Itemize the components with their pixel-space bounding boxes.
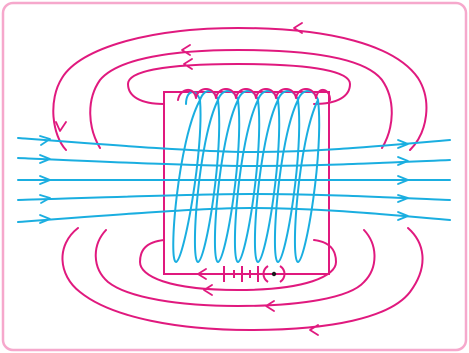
core-field-line-4 [17, 193, 451, 201]
upper-field-loop-outer [52, 27, 428, 151]
arrow-lower-inner [203, 284, 213, 296]
arrow-upper-left-down [55, 121, 67, 132]
arrow-core-1 [39, 135, 51, 146]
arrow-upper-middle [181, 44, 191, 56]
arrow-core-r5 [397, 211, 409, 221]
coil-winding [172, 90, 321, 263]
lower-field-loop-middle [94, 229, 376, 307]
arrow-lower-middle [265, 300, 275, 312]
lower-field-loop-outer [61, 227, 424, 331]
arrow-lower-outer [309, 324, 319, 336]
arrow-battery-wire [197, 268, 207, 280]
arrow-core-r4 [397, 194, 409, 203]
arrow-upper-inner [183, 58, 193, 70]
core-field-line-5 [17, 207, 451, 223]
arrow-core-r2 [397, 156, 409, 166]
arrow-upper-outer [293, 22, 303, 34]
upper-field-loop-middle [89, 49, 393, 149]
arrow-core-r1 [397, 139, 409, 149]
lower-field-loop-inner [139, 239, 337, 291]
upper-field-loop-inner [127, 63, 351, 105]
arrow-core-r3 [397, 175, 409, 185]
arrow-core-5 [39, 214, 51, 224]
arrow-core-4 [39, 194, 51, 204]
core-field-line-1 [17, 137, 451, 153]
arrow-core-2 [39, 154, 51, 164]
core-field-line-2 [17, 157, 451, 167]
arrow-core-3 [39, 175, 51, 185]
coil-top-loops [177, 88, 331, 101]
